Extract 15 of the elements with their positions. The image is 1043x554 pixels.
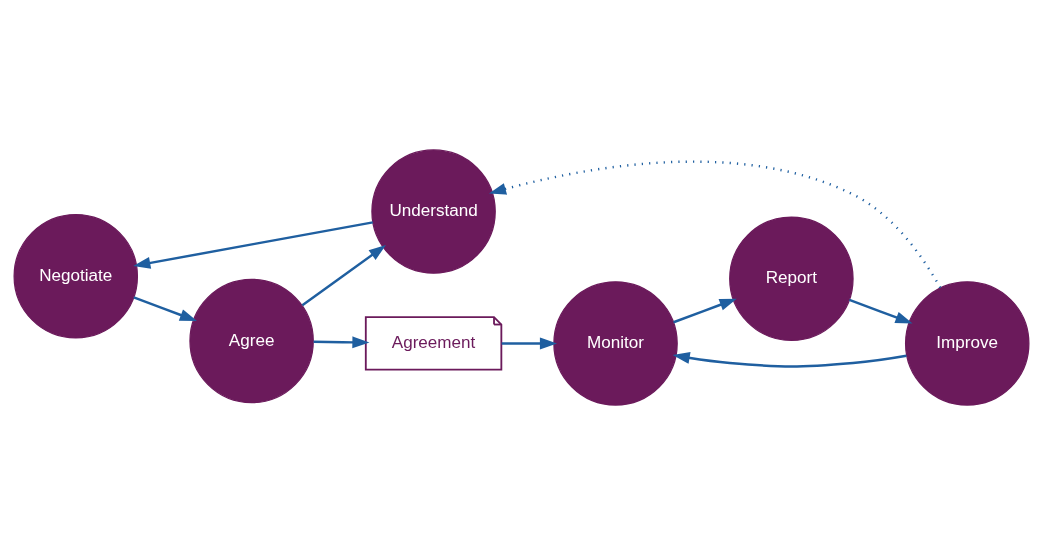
node-circle: Negotiate (13, 213, 139, 339)
arrow (673, 298, 737, 323)
node-circle: Improve (904, 280, 1030, 406)
arrow (301, 244, 386, 306)
arrow (848, 298, 913, 323)
arrow (488, 160, 942, 288)
arrow (672, 351, 907, 368)
arrow (501, 336, 558, 349)
node-circle: Report (729, 215, 854, 341)
arrow (133, 295, 197, 321)
node-circle: Understand (371, 148, 496, 274)
node-circle: Monitor (553, 280, 678, 406)
arrow (133, 220, 374, 269)
arrow (313, 335, 370, 348)
node-circle: Agree (189, 278, 314, 403)
